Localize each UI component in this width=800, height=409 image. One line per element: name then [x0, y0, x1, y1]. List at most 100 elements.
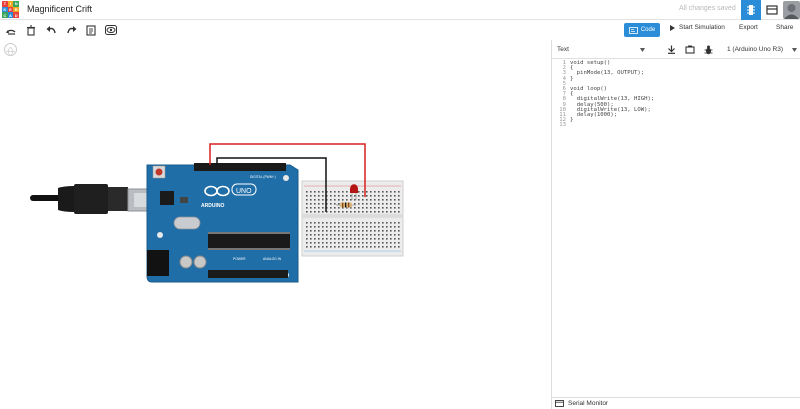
- code-mode-select[interactable]: Text: [554, 43, 648, 56]
- code-text[interactable]: void setup(){ pinMode(13, OUTPUT);} void…: [570, 60, 655, 129]
- breadboard-hole: [382, 230, 384, 232]
- code-icon: [628, 26, 638, 34]
- breadboard-hole: [322, 222, 324, 224]
- breadboard[interactable]: [301, 180, 404, 257]
- breadboard-hole: [310, 211, 312, 213]
- start-simulation-button[interactable]: Start Simulation: [669, 24, 725, 31]
- breadboard-hole: [338, 211, 340, 213]
- board-model: UNO: [236, 188, 252, 195]
- breadboard-hole: [306, 191, 308, 193]
- trash-icon: [27, 24, 35, 36]
- breadboard-hole: [370, 199, 372, 201]
- breadboard-hole: [334, 226, 336, 228]
- code-line[interactable]: digitalWrite(13, HIGH);: [570, 96, 655, 103]
- code-line[interactable]: void loop(): [570, 86, 608, 93]
- breadboard-hole: [354, 242, 356, 244]
- breadboard-hole: [354, 230, 356, 232]
- breadboard-hole: [334, 203, 336, 205]
- download-button[interactable]: [666, 44, 677, 55]
- code-button-label: Code: [640, 27, 656, 33]
- usb-cable[interactable]: [30, 184, 161, 214]
- code-line[interactable]: digitalWrite(13, LOW);: [570, 106, 651, 113]
- breadboard-hole: [326, 199, 328, 201]
- breadboard-hole: [394, 230, 396, 232]
- breadboard-hole: [330, 238, 332, 240]
- export-button[interactable]: Export: [739, 24, 758, 31]
- breadboard-hole: [318, 222, 320, 224]
- breadboard-hole: [390, 222, 392, 224]
- breadboard-hole: [306, 211, 308, 213]
- orbit-icon: [6, 47, 15, 56]
- resistor[interactable]: [336, 202, 356, 208]
- breadboard-hole: [358, 234, 360, 236]
- arduino-uno-board[interactable]: ARDUINO UNO DIGITAL (PWM~) POWER ANALOG …: [146, 163, 299, 283]
- chevron-down-icon: [792, 47, 797, 52]
- visibility-button[interactable]: [104, 23, 118, 37]
- breadboard-hole: [382, 203, 384, 205]
- breadboard-hole: [366, 246, 368, 248]
- code-line[interactable]: }: [570, 75, 574, 82]
- breadboard-hole: [310, 203, 312, 205]
- red-wire[interactable]: [209, 143, 366, 197]
- debugger-button[interactable]: [703, 44, 714, 55]
- breadboard-hole: [326, 222, 328, 224]
- download-icon: [668, 45, 675, 54]
- breadboard-hole: [338, 199, 340, 201]
- breadboard-hole: [394, 199, 396, 201]
- breadboard-hole: [366, 211, 368, 213]
- code-line[interactable]: delay(1000);: [570, 112, 618, 119]
- board-select[interactable]: 1 (Arduino Uno R3): [727, 43, 797, 56]
- breadboard-hole: [338, 226, 340, 228]
- notes-button[interactable]: [84, 23, 98, 37]
- code-button[interactable]: Code: [624, 23, 660, 37]
- breadboard-hole: [398, 242, 400, 244]
- code-line[interactable]: }: [570, 117, 574, 124]
- breadboard-hole: [378, 199, 380, 201]
- circuit-view-button[interactable]: [741, 0, 761, 20]
- breadboard-hole: [314, 211, 316, 213]
- code-line[interactable]: {: [570, 65, 574, 72]
- component-list-button[interactable]: [765, 3, 779, 17]
- libraries-button[interactable]: [684, 44, 695, 55]
- share-button[interactable]: Share: [776, 24, 794, 31]
- code-line[interactable]: void setup(): [570, 60, 611, 66]
- code-line[interactable]: delay(500);: [570, 101, 614, 108]
- rotate-button[interactable]: [4, 23, 18, 37]
- circuit-drawing: ARDUINO UNO DIGITAL (PWM~) POWER ANALOG …: [30, 143, 404, 283]
- red-led[interactable]: [350, 184, 358, 200]
- breadboard-hole: [326, 203, 328, 205]
- breadboard-hole: [390, 195, 392, 197]
- code-line[interactable]: pinMode(13, OUTPUT);: [570, 70, 645, 77]
- breadboard-hole: [374, 246, 376, 248]
- delete-button[interactable]: [24, 23, 38, 37]
- project-title[interactable]: Magnificent Crift: [27, 4, 93, 14]
- black-wire[interactable]: [216, 157, 327, 212]
- breadboard-hole: [390, 203, 392, 205]
- breadboard-hole: [314, 207, 316, 209]
- view-cube-button[interactable]: [4, 43, 17, 56]
- breadboard-hole: [326, 234, 328, 236]
- breadboard-hole: [370, 211, 372, 213]
- breadboard-hole: [386, 222, 388, 224]
- breadboard-hole: [370, 207, 372, 209]
- user-avatar[interactable]: [783, 1, 800, 19]
- breadboard-hole: [398, 230, 400, 232]
- breadboard-hole: [338, 230, 340, 232]
- logo-letter: D: [13, 12, 19, 18]
- breadboard-hole: [382, 222, 384, 224]
- code-line[interactable]: {: [570, 91, 574, 98]
- list-view-icon: [766, 5, 778, 15]
- breadboard-hole: [362, 230, 364, 232]
- serial-monitor-toggle[interactable]: Serial Monitor: [551, 397, 800, 409]
- breadboard-hole: [306, 246, 308, 248]
- breadboard-hole: [350, 207, 352, 209]
- redo-button[interactable]: [64, 23, 78, 37]
- breadboard-hole: [354, 211, 356, 213]
- breadboard-hole: [326, 211, 328, 213]
- code-line[interactable]: [570, 123, 654, 128]
- breadboard-hole: [370, 195, 372, 197]
- breadboard-hole: [370, 230, 372, 232]
- undo-button[interactable]: [44, 23, 58, 37]
